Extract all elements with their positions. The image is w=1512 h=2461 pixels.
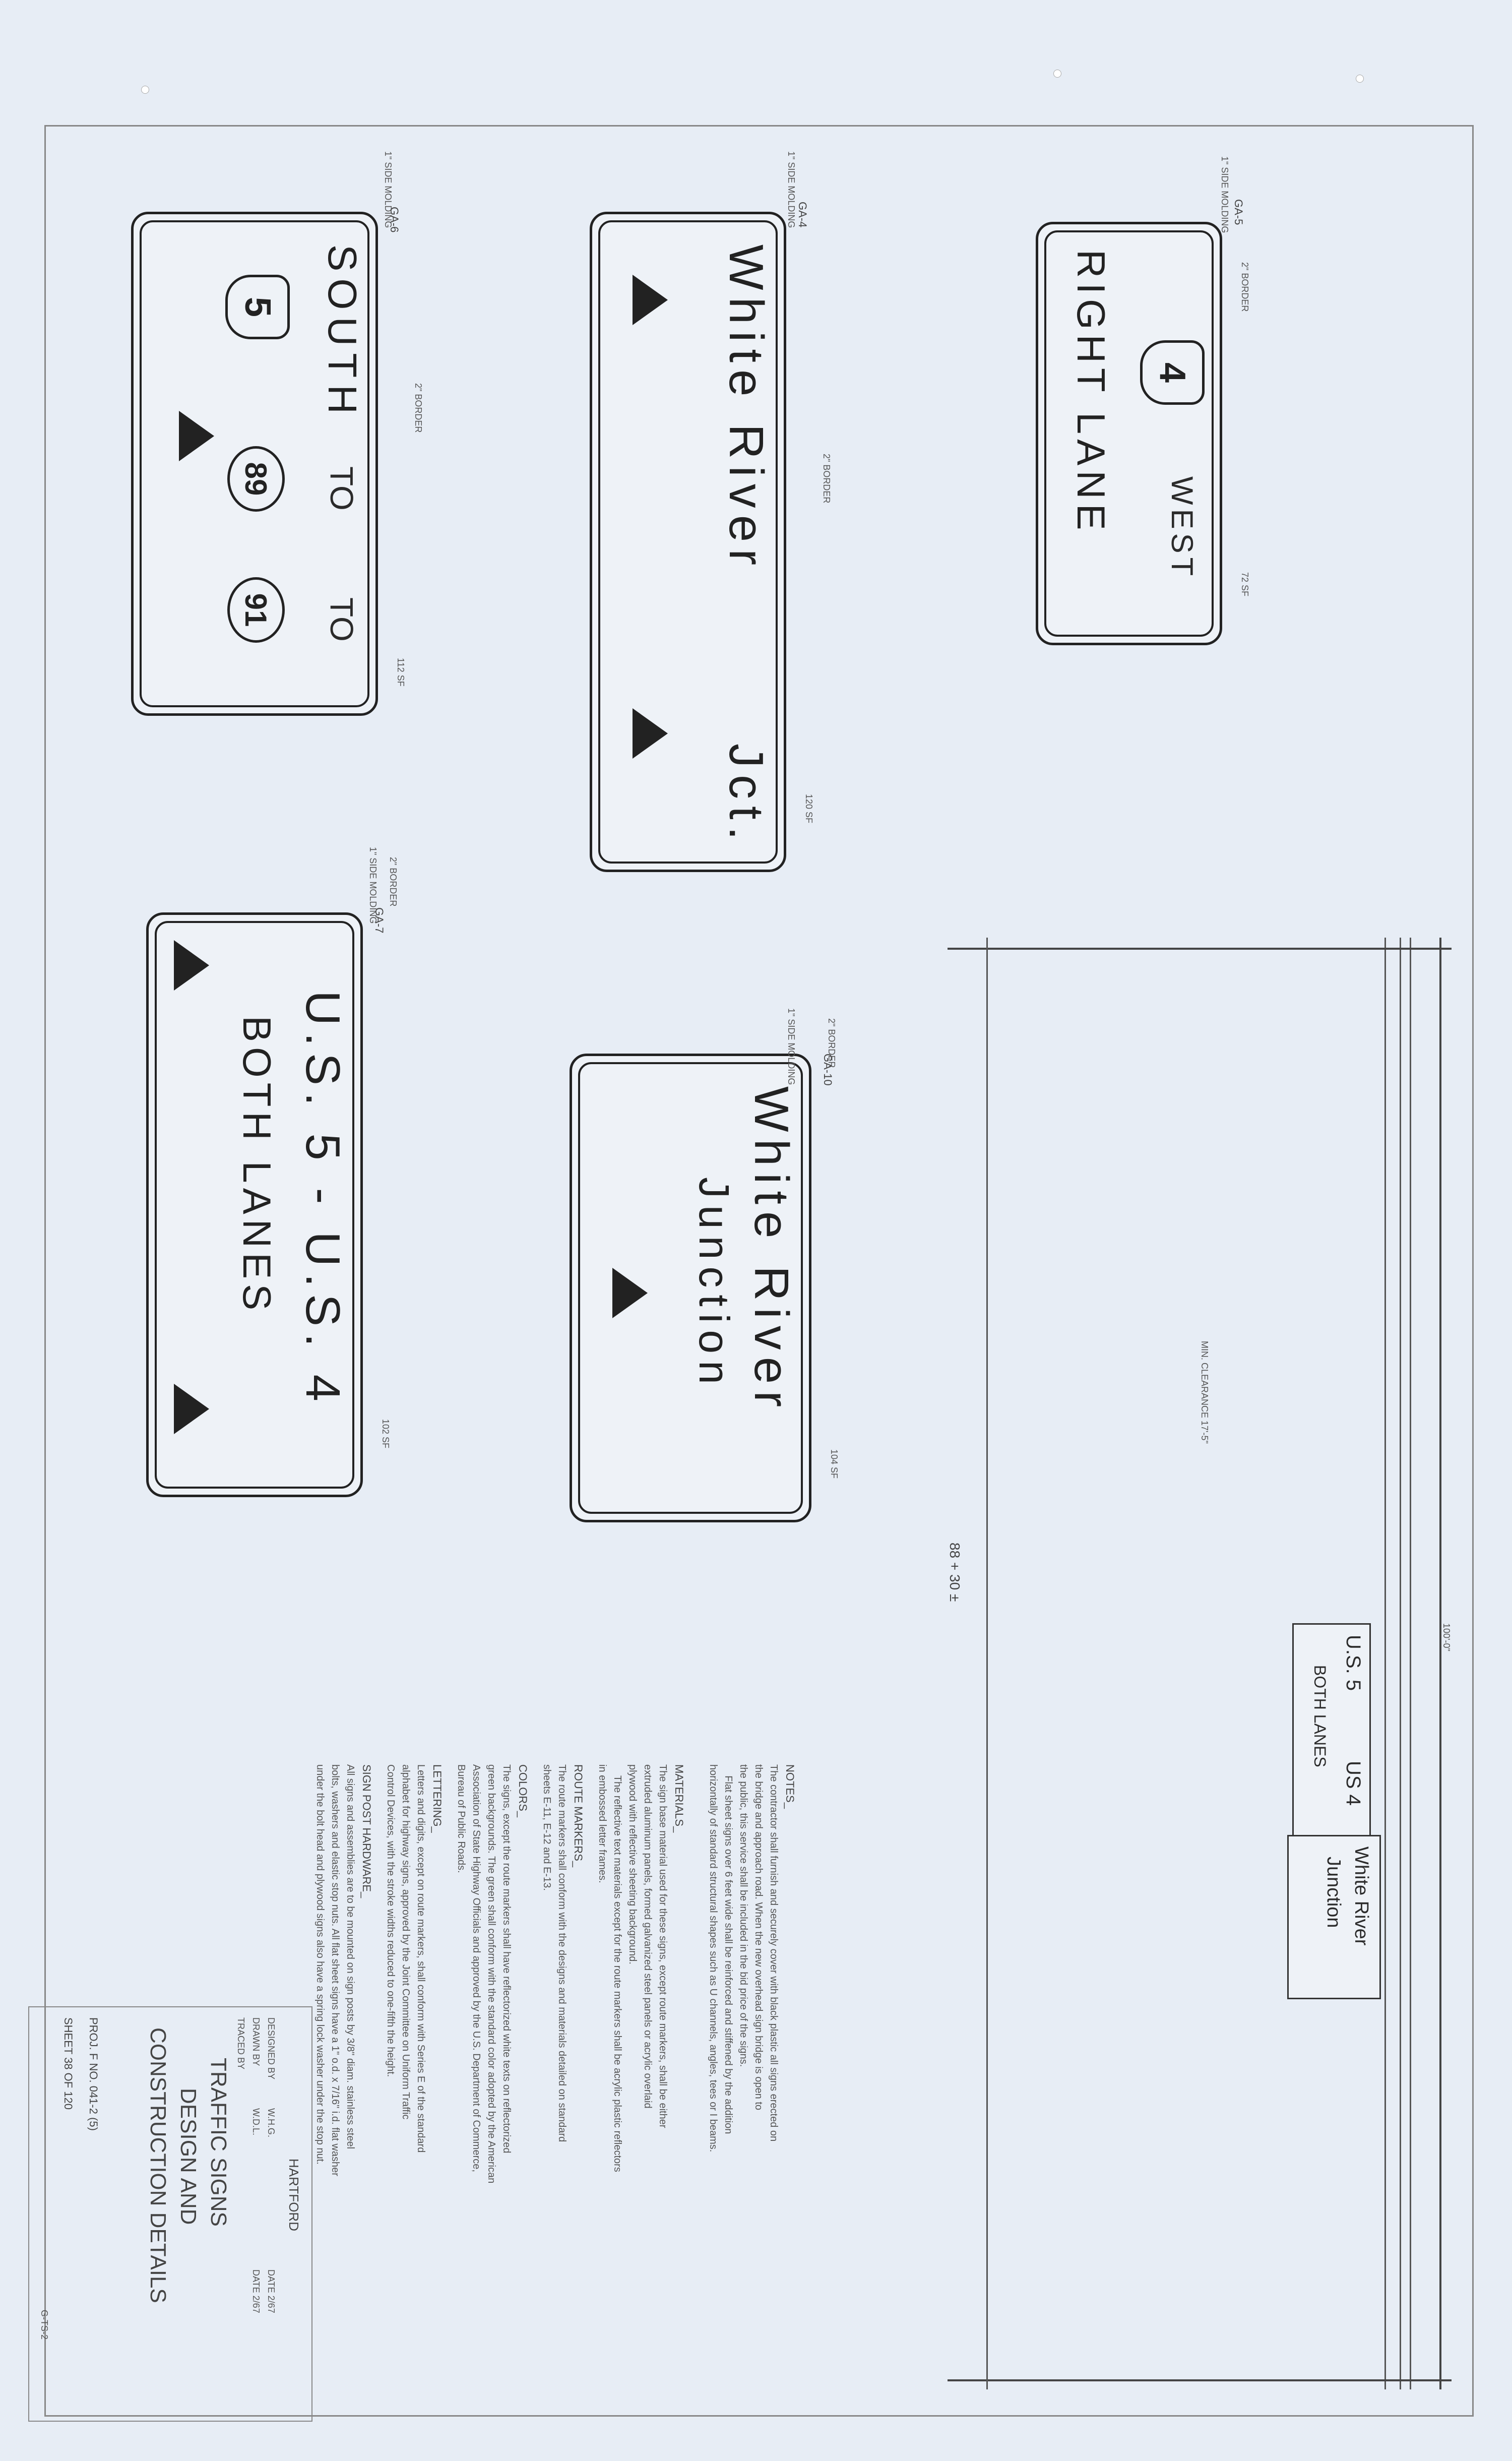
colors-body: The signs, except the route markers shal…: [456, 1764, 512, 2184]
ga5-route: 4: [1152, 362, 1192, 383]
ga6-route2: 89: [239, 462, 273, 496]
ga7-line1: U.S. 5 - U.S. 4: [296, 991, 350, 1408]
ga6-to2: TO: [324, 597, 360, 642]
route-oval-icon: 91: [227, 577, 285, 643]
ga4-border-dim: 2" BORDER: [822, 454, 832, 504]
ga5-area: 72 SF: [1240, 572, 1250, 597]
colors-title: COLORS_: [517, 1764, 529, 1818]
down-arrow-icon: [179, 411, 214, 461]
elev1-line2: BOTH LANES: [1311, 1665, 1329, 1767]
materials-title: MATERIALS_: [673, 1764, 685, 1833]
tb-code: G-TS-2: [39, 2310, 49, 2340]
ga5-code: GA-5: [1232, 199, 1245, 225]
route-shield-icon: 5: [225, 275, 290, 339]
ga6-route1: 5: [237, 296, 278, 318]
ga6-area: 112 SF: [396, 658, 406, 687]
station-label: 88 + 30 ±: [947, 1543, 963, 1602]
tb-date2: DATE 2/67: [251, 2269, 261, 2313]
ga6-molding-dim: 1" SIDE MOLDING: [383, 151, 393, 228]
ga7-molding-dim: 1" SIDE MOLDING: [368, 847, 378, 924]
ga4-code: GA-4: [796, 202, 809, 228]
elev1-line1b: US 4: [1342, 1761, 1364, 1806]
down-arrow-icon: [174, 940, 209, 991]
tb-title1: TRAFFIC SIGNS: [206, 2058, 231, 2227]
ga6-border-dim: 2" BORDER: [413, 383, 423, 433]
ga6-dir: SOUTH: [320, 244, 365, 421]
ga4-line2: Jct.: [719, 744, 773, 847]
elevation-sign-1: U.S. 5 US 4 BOTH LANES: [1292, 1623, 1371, 1838]
tb-date1: DATE 2/67: [266, 2269, 276, 2313]
tb-title3: CONSTRUCTION DETAILS: [146, 2027, 170, 2303]
ga6-route3: 91: [239, 593, 273, 627]
sign-ga4: White River Jct. 120 SF: [590, 212, 814, 872]
sign-ga10: White River Junction 104 SF: [570, 1054, 839, 1522]
ga6-to1: TO: [324, 466, 360, 511]
bridge-elevation: MIN. CLEARANCE 17'-5" 88 + 30 ± 100'-0" …: [947, 938, 1462, 2400]
sign-ga5: RIGHT LANE 4 WEST 72 SF: [1036, 222, 1250, 645]
elev2-line2: Junction: [1323, 1857, 1344, 1928]
punch-hole: [141, 86, 149, 94]
ga5-text: RIGHT LANE: [1069, 250, 1113, 535]
ga10-line2: Junction: [690, 1177, 738, 1391]
sheet-border: [44, 125, 1474, 2417]
tb-title2: DESIGN AND: [176, 2088, 201, 2225]
ga5-dir: WEST: [1165, 476, 1199, 580]
tb-sheet: SHEET 38 OF 120: [62, 2017, 75, 2110]
clearance-label: MIN. CLEARANCE 17'-5": [1200, 1341, 1210, 1444]
elev1-line1: U.S. 5: [1342, 1635, 1364, 1691]
ga4-line1: White River: [719, 244, 773, 573]
down-arrow-icon: [612, 1268, 648, 1318]
tb-traced: TRACED BY: [236, 2017, 246, 2070]
post-title: SIGN POST HARDWARE_: [360, 1764, 373, 1898]
ga7-line2: BOTH LANES: [235, 1016, 279, 1316]
materials-body: The sign base material used for these si…: [597, 1764, 668, 2172]
sign-ga7: U.S. 5 - U.S. 4 BOTH LANES 102 SF: [146, 912, 391, 1497]
ga7-border-dim: 2" BORDER: [388, 857, 398, 907]
route-oval-icon: 89: [227, 446, 285, 512]
ga10-area: 104 SF: [829, 1449, 839, 1479]
sign-ga6: SOUTH 5 TO TO 89 91 112 SF: [131, 212, 406, 716]
ga4-molding-dim: 1" SIDE MOLDING: [786, 151, 796, 228]
ga7-area: 102 SF: [381, 1419, 391, 1449]
route-body: The route markers shall conform with the…: [541, 1764, 568, 2142]
ga5-border-dim: 2" BORDER: [1240, 262, 1250, 312]
ga10-border-dim: 2" BORDER: [827, 1018, 837, 1068]
elev2-line1: White River: [1351, 1847, 1372, 1946]
ga10-molding-dim: 1" SIDE MOLDING: [786, 1008, 796, 1085]
ga5-molding-dim: 1" SIDE MOLDING: [1220, 156, 1230, 233]
post-body: All signs and assemblies are to be mount…: [314, 1764, 356, 2176]
lettering-title: LETTERING_: [431, 1764, 444, 1833]
title-block: TRAFFIC SIGNS DESIGN AND CONSTRUCTION DE…: [28, 2006, 312, 2422]
route-shield-icon: 4: [1140, 340, 1205, 405]
notes-body: The contractor shall furnish and securel…: [708, 1764, 779, 2152]
tb-town: HARTFORD: [286, 2159, 301, 2231]
elevation-sign-2: White River Junction: [1287, 1835, 1381, 1999]
span-label: 100'-0": [1441, 1623, 1452, 1651]
ga4-area: 120 SF: [804, 794, 814, 824]
ga10-line1: White River: [744, 1086, 798, 1414]
down-arrow-icon: [633, 708, 668, 759]
punch-hole: [1356, 75, 1364, 83]
down-arrow-icon: [633, 275, 668, 325]
lettering-body: Letters and digits, except on route mark…: [385, 1764, 426, 2153]
route-title: ROUTE MARKERS_: [572, 1764, 585, 1868]
tb-drawn: DRAWN BY: [251, 2017, 261, 2066]
down-arrow-icon: [174, 1384, 209, 1434]
tb-designer: W.H.G.: [266, 2108, 276, 2137]
tb-proj: PROJ. F NO. 041-2 (5): [87, 2017, 100, 2131]
notes-title: NOTES_: [784, 1764, 796, 1809]
tb-designed: DESIGNED BY: [266, 2017, 276, 2080]
tb-drawer: W.D.L.: [251, 2108, 261, 2136]
punch-hole: [1053, 70, 1061, 78]
